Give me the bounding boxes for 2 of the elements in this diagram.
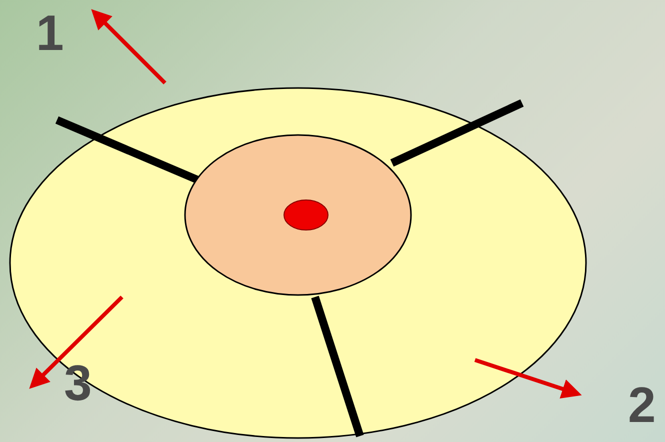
- callout-number: 1: [36, 8, 64, 58]
- callout-number: 2: [628, 380, 656, 430]
